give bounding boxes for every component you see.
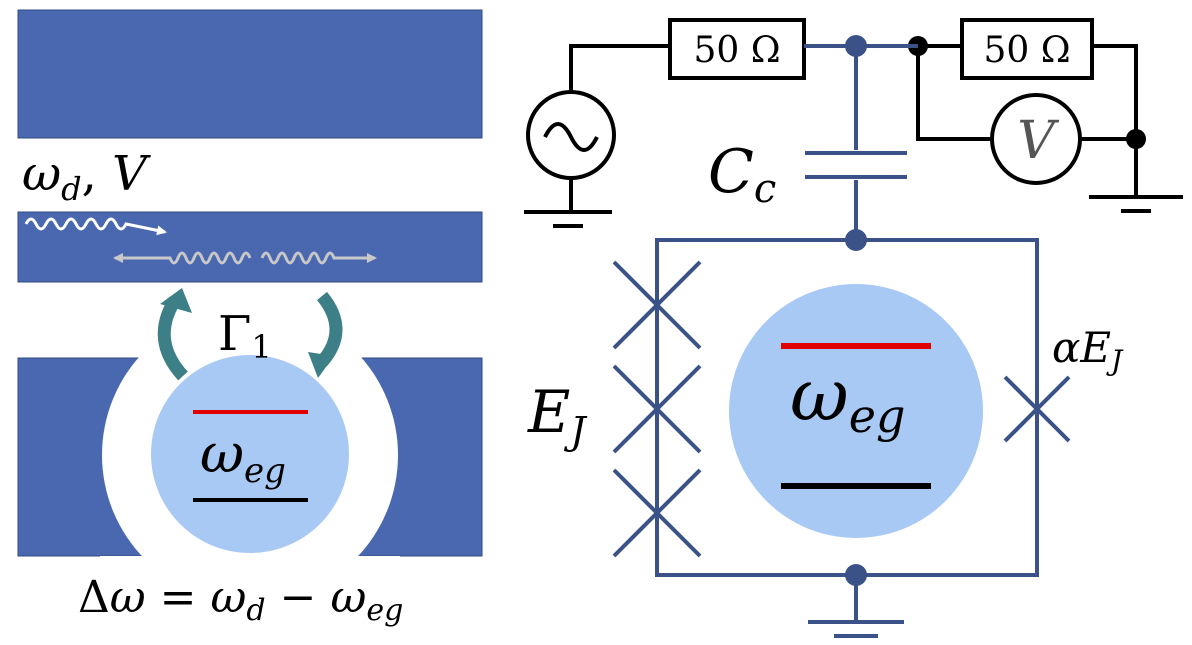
small-josephson-junction xyxy=(1003,375,1071,443)
excitation-arrow xyxy=(157,296,188,381)
junction-energy-label: EJ xyxy=(527,378,587,453)
transmitted-wave xyxy=(260,251,377,265)
reflected-wave xyxy=(113,251,252,265)
sine-glyph-icon xyxy=(543,122,599,152)
resistor-left xyxy=(668,18,806,80)
circuit-qubit-frequency-label: ωeg xyxy=(790,353,905,443)
emission-arrow-head xyxy=(308,352,334,378)
transmon-qubit xyxy=(151,355,349,553)
voltmeter-icon xyxy=(990,93,1082,185)
circuit-node-top xyxy=(845,229,867,251)
drive-label: ωd, V xyxy=(22,146,151,208)
detuning-label: Δω = ωd − ωeg xyxy=(78,572,403,628)
waveguide-schematic: ωd, V Γ1 ωeg Δω = ωd − ωeg xyxy=(17,9,483,628)
josephson-junction-array xyxy=(612,260,702,558)
junction-node-ground xyxy=(1126,129,1146,149)
excitation-arrow-head xyxy=(160,288,192,313)
decay-rate-label: Γ1 xyxy=(218,306,272,366)
resistor-right-label: 50 Ω xyxy=(983,30,1070,71)
qubit-frequency-label: ωeg xyxy=(200,422,286,491)
voltmeter-label: V xyxy=(1017,111,1059,171)
coupling-node-top xyxy=(845,35,867,57)
top-ground-plane xyxy=(17,9,483,139)
drive-wave xyxy=(24,217,167,236)
circuit-schematic: 50 Ω 50 Ω V xyxy=(524,18,1183,638)
small-junction-label: αEJ xyxy=(1052,323,1124,377)
resistor-left-label: 50 Ω xyxy=(693,30,780,71)
capacitor-label: Cc xyxy=(708,137,776,212)
circuit-node-bottom xyxy=(845,564,867,586)
resistor-right xyxy=(960,18,1094,80)
gap-cover xyxy=(100,556,400,586)
